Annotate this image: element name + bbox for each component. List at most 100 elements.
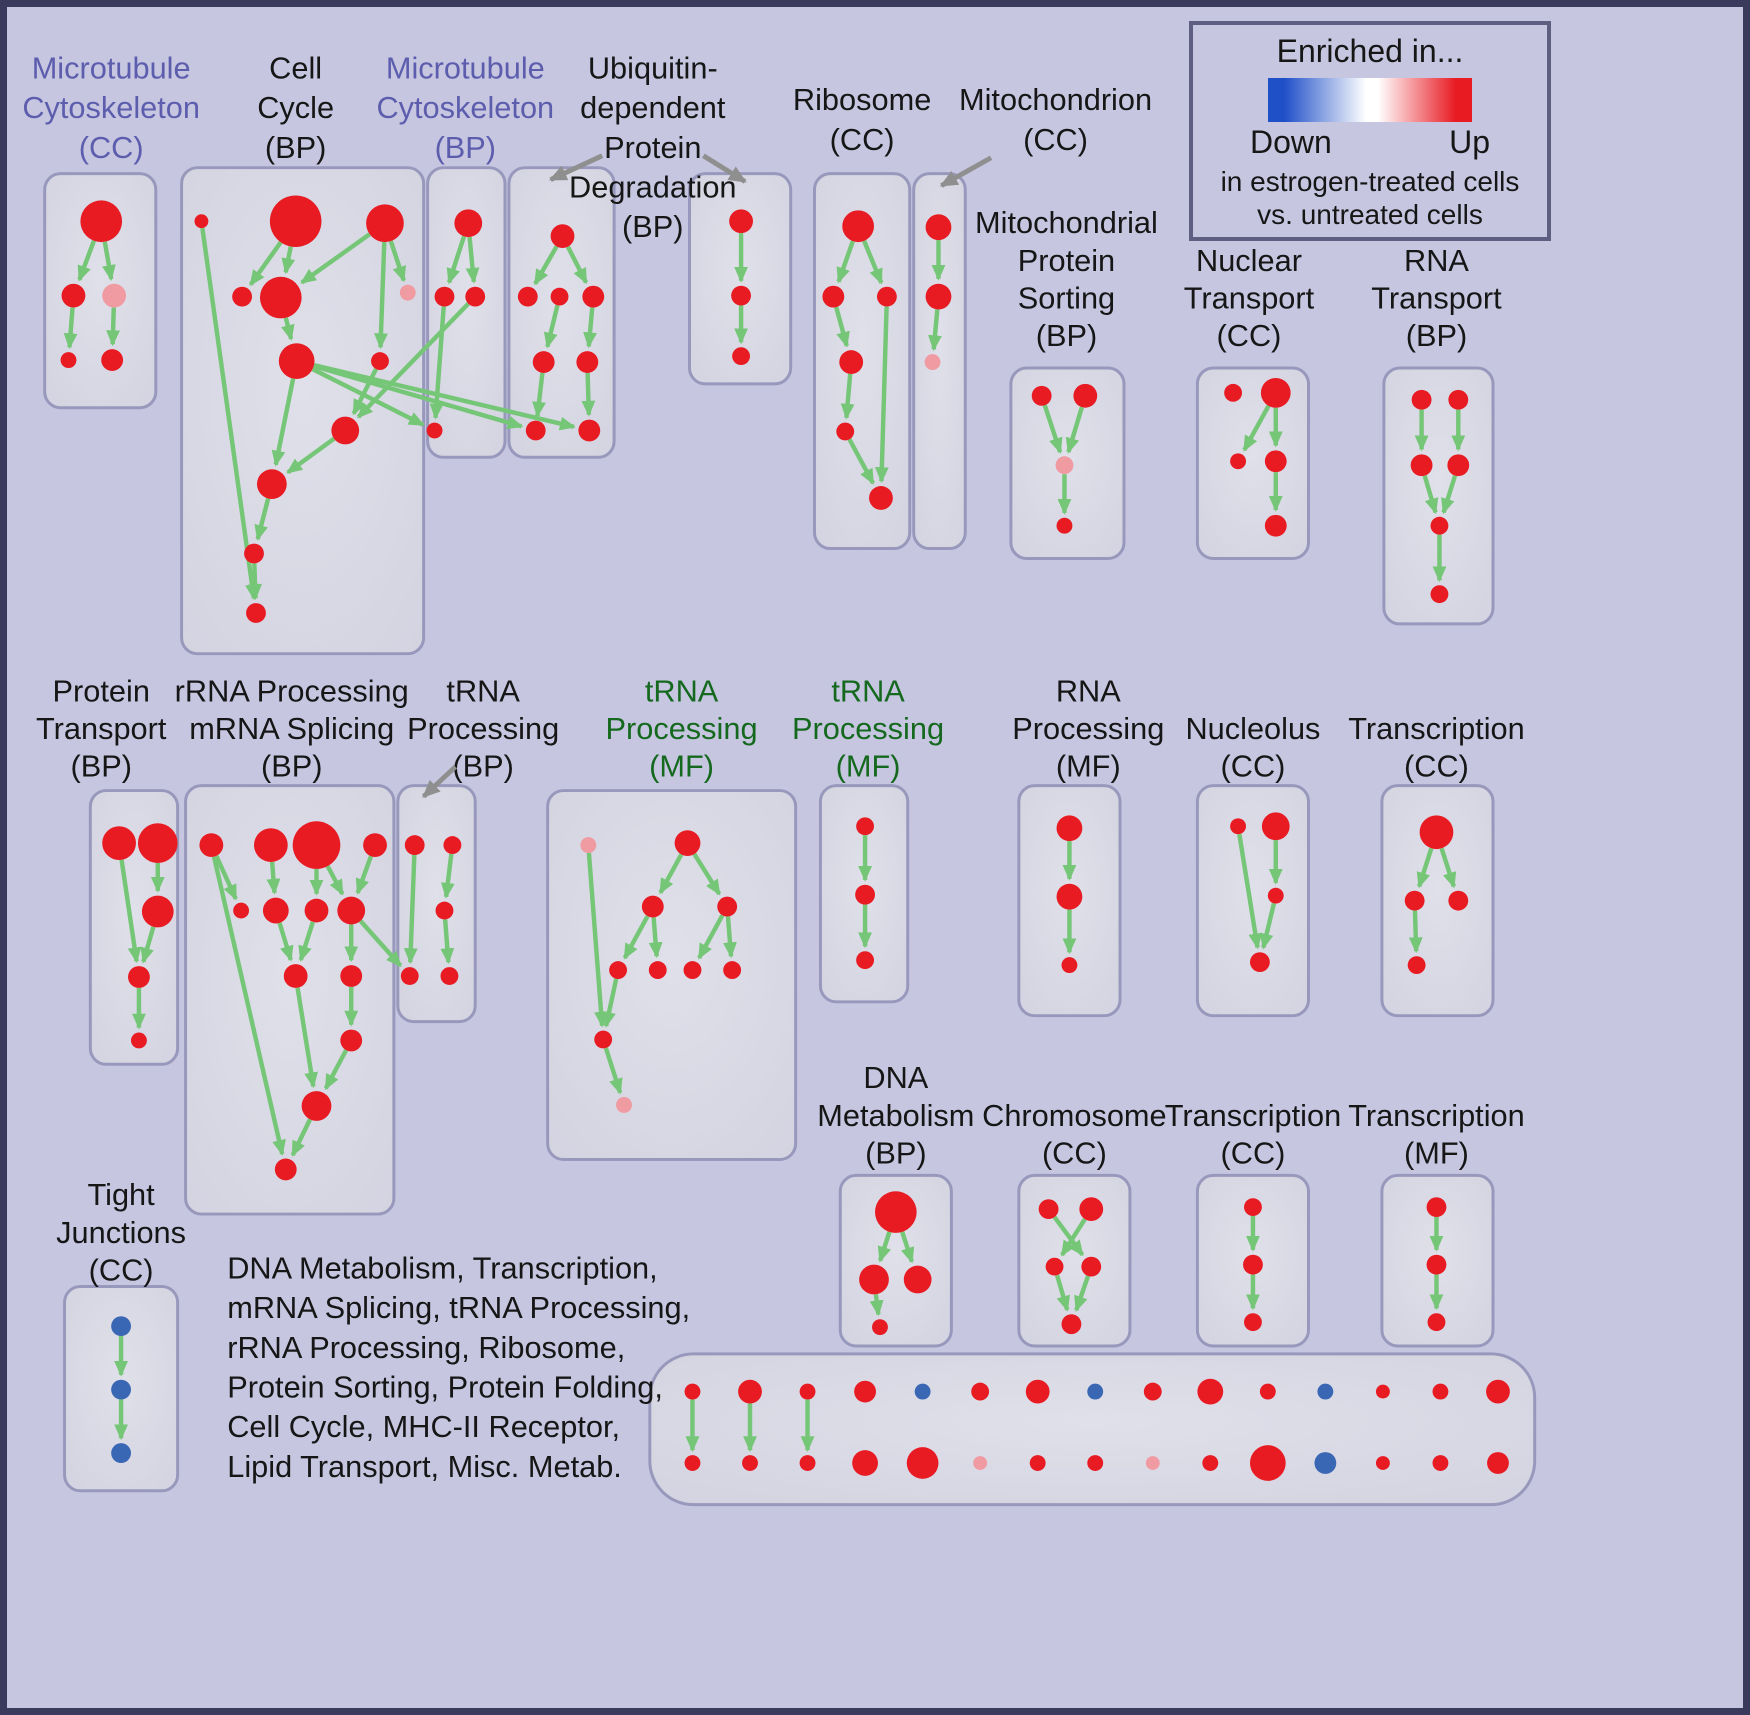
relation-arrow	[862, 240, 884, 285]
legend-down-label: Down	[1250, 124, 1332, 160]
relation-arrow	[214, 855, 238, 901]
go-term-node	[1317, 1383, 1334, 1400]
go-term-node	[1073, 383, 1098, 408]
go-term-node	[435, 901, 454, 920]
go-term-node	[1061, 1314, 1082, 1335]
go-term-node	[274, 1158, 297, 1181]
go-term-node	[102, 283, 127, 308]
relation-arrow	[277, 922, 294, 962]
go-term-node	[1202, 1455, 1219, 1471]
go-term-node	[842, 210, 875, 243]
go-term-node	[101, 349, 124, 372]
cluster-box	[838, 1173, 953, 1348]
relation-arrow	[355, 855, 374, 895]
go-term-node	[1426, 1197, 1447, 1218]
cluster-box	[1195, 366, 1310, 560]
go-term-node	[576, 351, 599, 373]
go-term-node	[1260, 377, 1291, 408]
go-term-node	[1264, 514, 1287, 537]
relation-arrow	[440, 853, 455, 899]
go-term-node	[304, 898, 329, 923]
go-term-node	[859, 1264, 889, 1295]
go-term-node	[836, 422, 855, 441]
go-term-node	[1056, 883, 1083, 910]
relation-arrow	[106, 307, 121, 347]
go-term-node	[1143, 1382, 1162, 1401]
cluster-label: Ribosome(CC)	[793, 82, 931, 157]
relation-arrow	[723, 916, 737, 959]
go-term-node	[199, 833, 224, 858]
go-term-node	[246, 603, 266, 623]
label-pointer-arrow	[421, 764, 458, 799]
relation-arrow	[869, 1294, 884, 1317]
relation-arrow	[1042, 404, 1063, 454]
go-term-node	[1419, 815, 1454, 850]
go-term-node	[799, 1455, 816, 1471]
go-term-node	[440, 967, 459, 985]
relation-arrow	[658, 853, 684, 895]
go-term-node	[1029, 1455, 1046, 1471]
go-term-node	[1031, 385, 1052, 406]
go-term-node	[684, 1455, 701, 1471]
go-term-node	[517, 286, 538, 307]
go-term-node	[337, 896, 366, 925]
go-term-node	[1061, 957, 1078, 974]
relation-arrow	[1060, 1217, 1087, 1257]
go-term-node	[283, 964, 308, 988]
go-term-node	[1411, 389, 1432, 410]
go-term-node	[363, 833, 387, 858]
relation-arrow	[311, 367, 425, 427]
relation-arrow	[834, 306, 850, 348]
go-term-node	[111, 1316, 131, 1337]
go-term-node	[1375, 1384, 1390, 1399]
go-term-node	[856, 817, 875, 836]
go-term-node	[1447, 454, 1470, 477]
go-term-node	[925, 283, 952, 310]
relation-arrow	[877, 1231, 892, 1263]
relation-arrow	[697, 914, 725, 960]
go-term-node	[641, 895, 664, 918]
go-term-node	[259, 276, 302, 319]
cluster-label: Nucleolus(CC)	[1185, 711, 1320, 784]
go-term-node	[1081, 1256, 1102, 1277]
go-term-node	[1197, 1378, 1224, 1405]
legend-up-label: Up	[1449, 124, 1490, 160]
go-term-node	[906, 1447, 939, 1479]
relation-arrow	[440, 919, 455, 965]
label-pointer-arrow	[939, 155, 993, 188]
go-term-node	[1261, 812, 1290, 841]
go-term-node	[1264, 450, 1287, 473]
misc-clusters-caption: DNA Metabolism, Transcription,mRNA Splic…	[227, 1251, 690, 1484]
go-term-node	[684, 1383, 701, 1400]
relation-arrow	[254, 497, 271, 542]
go-term-node	[580, 837, 597, 854]
go-term-node	[80, 200, 123, 243]
go-term-node	[1432, 1455, 1449, 1471]
relation-arrow	[295, 987, 319, 1089]
relation-arrow	[533, 245, 559, 286]
go-term-node	[434, 286, 455, 307]
go-term-node	[550, 224, 575, 249]
relation-arrow	[446, 235, 467, 285]
relation-arrow	[874, 306, 889, 484]
relation-arrow	[313, 363, 524, 430]
go-term-node	[301, 1091, 332, 1121]
legend-title: Enriched in...	[1276, 33, 1464, 69]
go-term-node	[278, 343, 315, 379]
relation-arrow	[692, 852, 722, 896]
cluster-box	[426, 166, 507, 459]
go-term-node	[254, 828, 288, 862]
go-term-node	[1267, 887, 1284, 904]
go-term-node	[971, 1382, 990, 1401]
go-term-node	[582, 285, 605, 308]
